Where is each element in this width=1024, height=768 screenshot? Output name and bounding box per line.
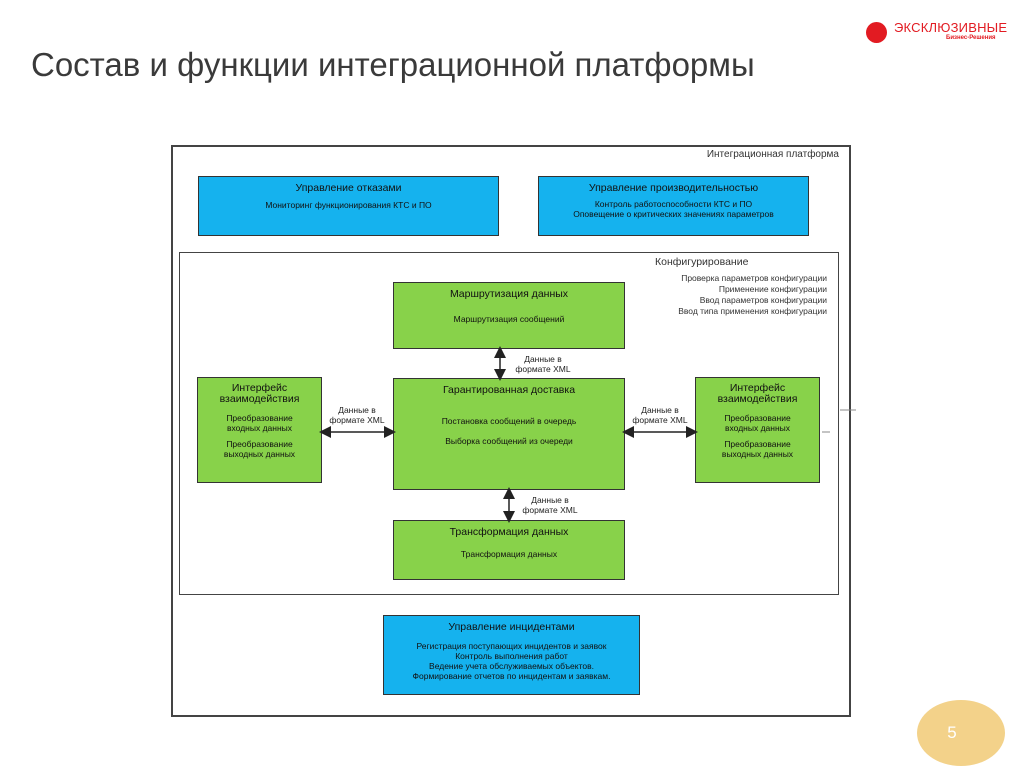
performance-management-title: Управление производительностью [588, 182, 759, 194]
configuration-frame [179, 252, 839, 595]
configuration-list: Проверка параметров конфигурации Примене… [642, 273, 827, 317]
incident-management-line: Регистрация поступающих инцидентов и зая… [416, 641, 607, 651]
data-transformation-title: Трансформация данных [449, 526, 569, 538]
interface-right-line: выходных данных [721, 449, 794, 459]
incident-management-line: Ведение учета обслуживаемых объектов. [429, 661, 594, 671]
edge-label-line: формате XML [522, 505, 578, 515]
interface-right-line: Преобразование [724, 439, 791, 449]
configuration-item: Ввод параметров конфигурации [699, 295, 827, 305]
guaranteed-delivery-title: Гарантированная доставка [442, 384, 576, 396]
edge-label-line: формате XML [632, 415, 688, 425]
configuration-item: Ввод типа применения конфигурации [678, 306, 827, 316]
edge-label-line: Данные в [531, 495, 569, 505]
logo-text: ЭКСКЛЮЗИВНЫЕ [894, 20, 1008, 35]
edge-label-transformation: Данные в формате XML [520, 495, 580, 515]
configuration-title: Конфигурирование [655, 256, 749, 268]
interface-left-line: Преобразование [226, 413, 293, 423]
interface-right-line: входных данных [724, 423, 791, 433]
interface-left-line: входных данных [226, 423, 293, 433]
failure-management-title: Управление отказами [295, 182, 402, 194]
page-number-badge: 5 [917, 700, 1005, 766]
incident-management-line: Формирование отчетов по инцидентам и зая… [412, 671, 611, 681]
incident-management-line: Контроль выполнения работ [455, 651, 568, 661]
data-routing-box: Маршрутизация данных Маршрутизация сообщ… [393, 282, 625, 349]
company-logo: ЭКСКЛЮЗИВНЫЕ Бизнес-Решения [866, 20, 1008, 46]
edge-label-line: формате XML [515, 364, 571, 374]
configuration-item: Проверка параметров конфигурации [681, 273, 827, 283]
edge-label-right: Данные в формате XML [627, 405, 693, 425]
interface-left-line: выходных данных [223, 449, 296, 459]
edge-label-line: Данные в [641, 405, 679, 415]
slide-title: Состав и функции интеграционной платформ… [31, 46, 755, 83]
edge-label-left: Данные в формате XML [324, 405, 390, 425]
edge-label-line: Данные в [338, 405, 376, 415]
incident-management-title: Управление инцидентами [448, 621, 575, 633]
interface-left-box: Интерфейс взаимодействия Преобразование … [197, 377, 322, 483]
guaranteed-delivery-line: Постановка сообщений в очередь [441, 416, 577, 426]
interface-left-line: Преобразование [226, 439, 293, 449]
integration-platform-label: Интеграционная платформа [706, 149, 839, 160]
failure-management-box: Управление отказами Мониторинг функциони… [198, 176, 499, 236]
performance-management-box: Управление производительностью Контроль … [538, 176, 809, 236]
data-routing-line: Маршрутизация сообщений [453, 314, 565, 324]
edge-label-line: Данные в [524, 354, 562, 364]
interface-right-box: Интерфейс взаимодействия Преобразование … [695, 377, 820, 483]
data-routing-title: Маршрутизация данных [449, 288, 569, 300]
interface-left-title: взаимодействия [219, 393, 300, 405]
data-transformation-line: Трансформация данных [460, 549, 558, 559]
edge-label-routing: Данные в формате XML [513, 354, 573, 374]
interface-right-title: Интерфейс [729, 382, 786, 394]
logo-dot-icon [866, 22, 887, 43]
performance-management-line: Оповещение о критических значениях парам… [573, 209, 774, 219]
performance-management-line: Контроль работоспособности КТС и ПО [594, 199, 753, 209]
logo-subtext: Бизнес-Решения [946, 35, 996, 41]
configuration-item: Применение конфигурации [718, 284, 827, 294]
failure-management-line: Мониторинг функционирования КТС и ПО [265, 200, 432, 210]
interface-right-line: Преобразование [724, 413, 791, 423]
interface-left-title: Интерфейс [231, 382, 288, 394]
guaranteed-delivery-line: Выборка сообщений из очереди [445, 436, 573, 446]
edge-label-line: формате XML [329, 415, 385, 425]
incident-management-box: Управление инцидентами Регистрация посту… [383, 615, 640, 695]
interface-right-title: взаимодействия [717, 393, 798, 405]
